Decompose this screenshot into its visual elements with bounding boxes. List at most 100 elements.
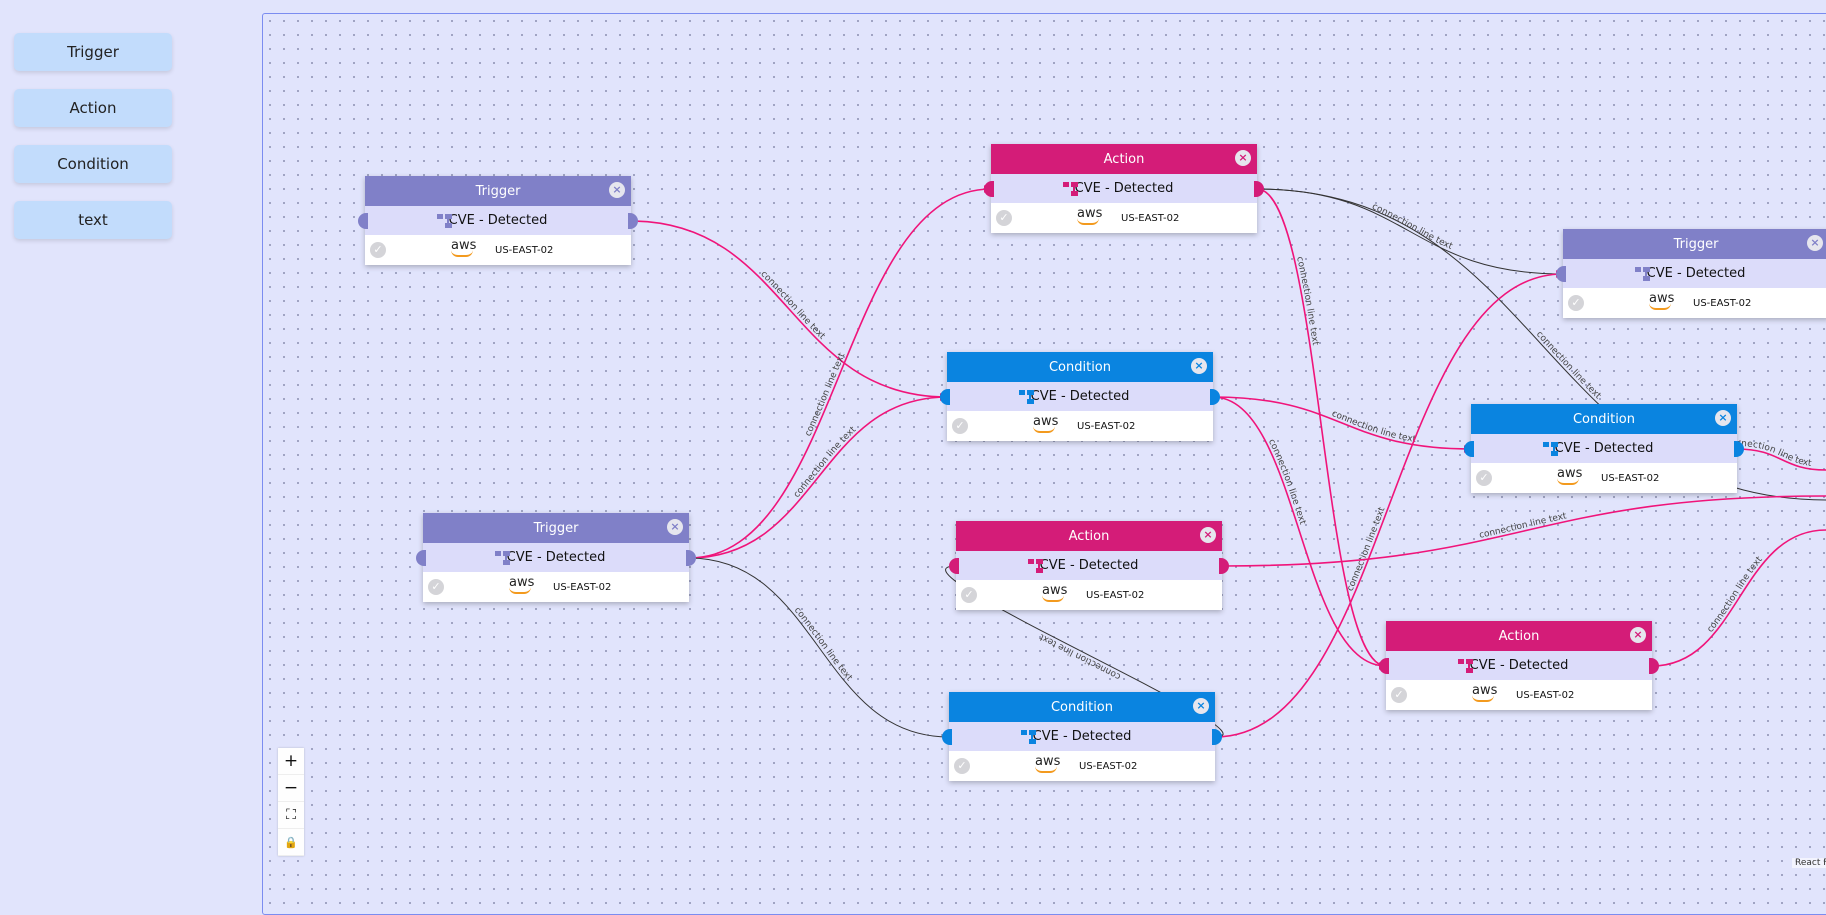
check-circle-icon[interactable]: ✓: [428, 579, 444, 595]
node-body: CVE - Detected: [947, 382, 1213, 411]
hierarchy-icon: [437, 214, 453, 228]
node-subtitle: CVE - Detected: [448, 213, 548, 228]
node-subtitle: CVE - Detected: [1030, 389, 1130, 404]
source-handle[interactable]: [1219, 558, 1229, 574]
sidebar-item-text[interactable]: text: [14, 201, 172, 239]
check-circle-icon[interactable]: ✓: [370, 242, 386, 258]
node-body: CVE - Detected: [423, 543, 689, 572]
target-handle[interactable]: [358, 213, 368, 229]
source-handle[interactable]: [1649, 658, 1659, 674]
target-handle[interactable]: [1556, 266, 1566, 282]
sidebar-item-condition[interactable]: Condition: [14, 145, 172, 183]
node-region: US-EAST-02: [1077, 421, 1136, 432]
aws-logo: aws: [451, 239, 476, 257]
node-action[interactable]: Action× CVE - Detected ✓ aws US-EAST-02: [949, 521, 1229, 610]
close-icon[interactable]: ×: [667, 519, 683, 535]
sidebar: Trigger Action Condition text: [14, 33, 172, 257]
target-handle[interactable]: [942, 729, 952, 745]
node-title: Action: [1103, 151, 1145, 167]
node-region: US-EAST-02: [1079, 761, 1138, 772]
node-title: Trigger: [1673, 236, 1719, 252]
hierarchy-icon: [1019, 390, 1035, 404]
check-circle-icon[interactable]: ✓: [1568, 295, 1584, 311]
sidebar-item-trigger[interactable]: Trigger: [14, 33, 172, 71]
close-icon[interactable]: ×: [1193, 698, 1209, 714]
check-circle-icon[interactable]: ✓: [1391, 687, 1407, 703]
close-icon[interactable]: ×: [1715, 410, 1731, 426]
node-title: Trigger: [533, 520, 579, 536]
node-subtitle: CVE - Detected: [1039, 558, 1139, 573]
source-handle[interactable]: [1210, 389, 1220, 405]
node-header[interactable]: Condition×: [949, 692, 1215, 722]
check-circle-icon[interactable]: ✓: [954, 758, 970, 774]
node-body: CVE - Detected: [956, 551, 1222, 580]
aws-logo: aws: [1033, 415, 1058, 433]
close-icon[interactable]: ×: [1200, 527, 1216, 543]
node-condition[interactable]: Condition× CVE - Detected ✓ aws US-EAST-02: [940, 352, 1220, 441]
zoom-out-button[interactable]: −: [278, 775, 304, 802]
node-header[interactable]: Trigger ×: [1563, 229, 1826, 259]
node-header[interactable]: Trigger ×: [423, 513, 689, 543]
hierarchy-icon: [1458, 659, 1474, 673]
node-region: US-EAST-02: [1693, 298, 1752, 309]
node-header[interactable]: Condition ×: [1471, 404, 1737, 434]
close-icon[interactable]: ×: [1191, 358, 1207, 374]
target-handle[interactable]: [1379, 658, 1389, 674]
node-subtitle: CVE - Detected: [506, 550, 606, 565]
node-title: Action: [1498, 628, 1540, 644]
node-body: CVE - Detected: [949, 722, 1215, 751]
node-header[interactable]: Action×: [956, 521, 1222, 551]
zoom-in-button[interactable]: +: [278, 748, 304, 775]
source-handle[interactable]: [1212, 729, 1222, 745]
source-handle[interactable]: [1734, 441, 1744, 457]
close-icon[interactable]: ×: [1235, 150, 1251, 166]
node-body: CVE - Detected: [1563, 259, 1826, 288]
check-circle-icon[interactable]: ✓: [1476, 470, 1492, 486]
aws-logo: aws: [1042, 584, 1067, 602]
check-circle-icon[interactable]: ✓: [961, 587, 977, 603]
node-region: US-EAST-02: [495, 245, 554, 256]
source-handle[interactable]: [1254, 181, 1264, 197]
node-trigger[interactable]: Trigger× CVE - Detected ✓ aws US-EAST-02: [358, 176, 638, 265]
target-handle[interactable]: [416, 550, 426, 566]
node-subtitle: CVE - Detected: [1032, 729, 1132, 744]
node-region: US-EAST-02: [1086, 590, 1145, 601]
target-handle[interactable]: [949, 558, 959, 574]
node-body: CVE - Detected: [1471, 434, 1737, 463]
source-handle[interactable]: [686, 550, 696, 566]
check-circle-icon[interactable]: ✓: [996, 210, 1012, 226]
hierarchy-icon: [495, 551, 511, 565]
check-circle-icon[interactable]: ✓: [952, 418, 968, 434]
sidebar-item-action[interactable]: Action: [14, 89, 172, 127]
node-footer: ✓ aws US-EAST-02: [956, 580, 1222, 610]
hierarchy-icon: [1635, 267, 1651, 281]
node-body: CVE - Detected: [365, 206, 631, 235]
node-header[interactable]: Action ×: [991, 144, 1257, 174]
node-header[interactable]: Trigger×: [365, 176, 631, 206]
attribution-link[interactable]: React Flow: [1792, 858, 1826, 868]
aws-logo: aws: [1472, 684, 1497, 702]
node-header[interactable]: Condition×: [947, 352, 1213, 382]
lock-button[interactable]: 🔒: [278, 829, 304, 856]
close-icon[interactable]: ×: [1807, 235, 1823, 251]
node-title: Condition: [1572, 411, 1636, 427]
target-handle[interactable]: [1464, 441, 1474, 457]
target-handle[interactable]: [984, 181, 994, 197]
target-handle[interactable]: [940, 389, 950, 405]
close-icon[interactable]: ×: [609, 182, 625, 198]
node-header[interactable]: Action ×: [1386, 621, 1652, 651]
hierarchy-icon: [1021, 730, 1037, 744]
source-handle[interactable]: [628, 213, 638, 229]
aws-logo: aws: [1557, 467, 1582, 485]
fit-view-button[interactable]: ⛶: [278, 802, 304, 829]
close-icon[interactable]: ×: [1630, 627, 1646, 643]
